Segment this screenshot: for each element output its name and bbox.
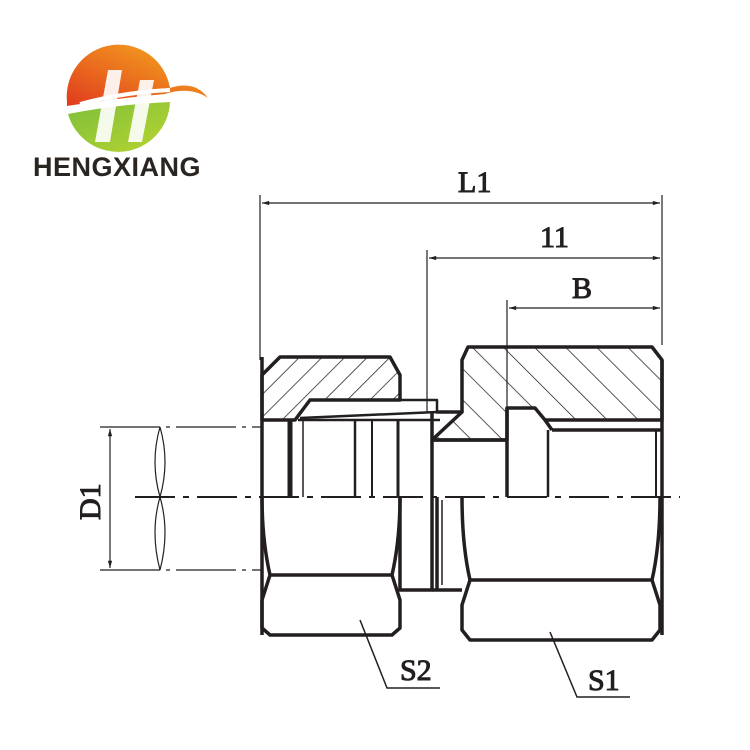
- fitting-outline: [260, 345, 664, 642]
- hengxiang-logo: [66, 44, 208, 152]
- leader-lines: [359, 619, 630, 698]
- label-S1: S1: [588, 664, 620, 697]
- dimension-lines: [100, 195, 663, 571]
- dim-label-B: B: [572, 272, 592, 305]
- dim-label-11: 11: [540, 221, 569, 254]
- dim-label-D1: D1: [74, 483, 107, 520]
- dim-label-L1: L1: [458, 166, 491, 199]
- brand-name: HENGXIANG: [33, 152, 202, 182]
- label-S2: S2: [400, 654, 432, 687]
